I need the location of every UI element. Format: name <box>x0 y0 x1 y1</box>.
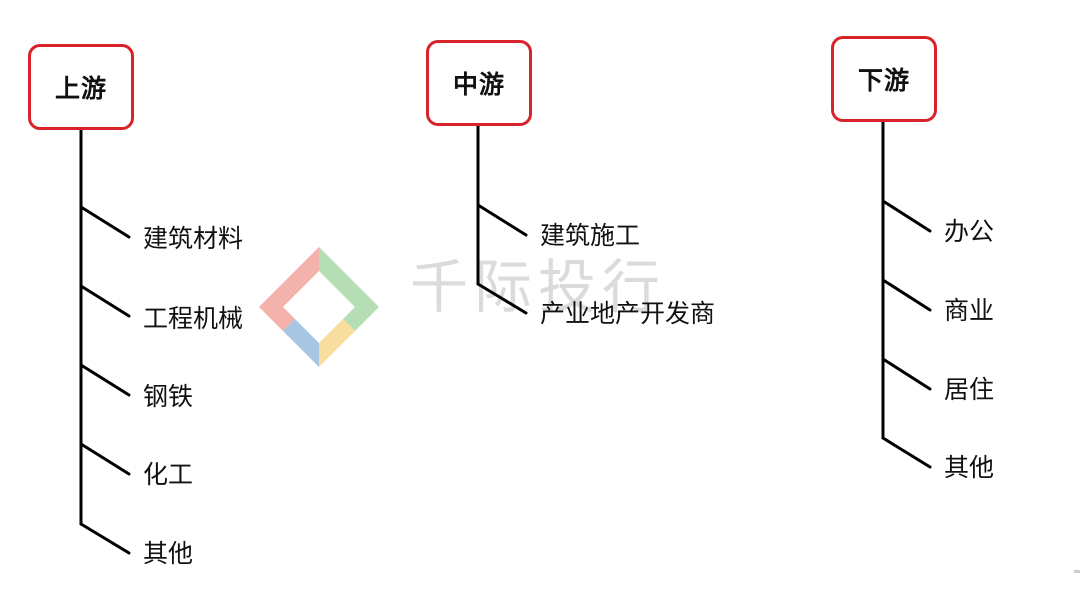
downstream-branch-line <box>881 278 932 312</box>
upstream-title-box: 上游 <box>28 44 134 130</box>
downstream-title: 下游 <box>857 66 910 95</box>
midstream-title: 中游 <box>452 70 505 99</box>
downstream-branch-line <box>881 357 932 391</box>
upstream-item: 钢铁 <box>143 382 194 411</box>
upstream-item: 其他 <box>143 539 194 568</box>
midstream-connectors <box>476 124 528 315</box>
upstream-item: 化工 <box>143 460 194 489</box>
downstream-branch-line <box>881 199 932 233</box>
midstream-item: 建筑施工 <box>540 221 641 250</box>
upstream-item: 工程机械 <box>143 304 244 333</box>
midstream-title-box: 中游 <box>426 40 532 126</box>
upstream-connectors <box>79 128 131 555</box>
upstream-item: 建筑材料 <box>143 224 244 253</box>
midstream-item: 产业地产开发商 <box>540 299 716 328</box>
upstream-branch-line <box>79 284 131 318</box>
corner-mark <box>1074 570 1080 573</box>
downstream-item: 其他 <box>944 453 995 482</box>
upstream-branch-line <box>79 205 131 239</box>
upstream-branch-line <box>79 522 131 555</box>
downstream-connectors <box>881 120 932 469</box>
downstream-item: 办公 <box>944 217 995 246</box>
watermark-text: 千际投行 <box>410 253 667 321</box>
watermark-logo-icon <box>259 247 379 367</box>
downstream-item: 居住 <box>944 375 995 404</box>
upstream-branch-line <box>79 363 131 397</box>
upstream-title: 上游 <box>54 74 107 103</box>
downstream-title-box: 下游 <box>831 36 937 122</box>
midstream-branch-line <box>476 203 528 237</box>
downstream-item: 商业 <box>944 296 995 325</box>
midstream-branch-line <box>476 282 528 315</box>
downstream-branch-line <box>881 436 932 469</box>
upstream-branch-line <box>79 442 131 476</box>
